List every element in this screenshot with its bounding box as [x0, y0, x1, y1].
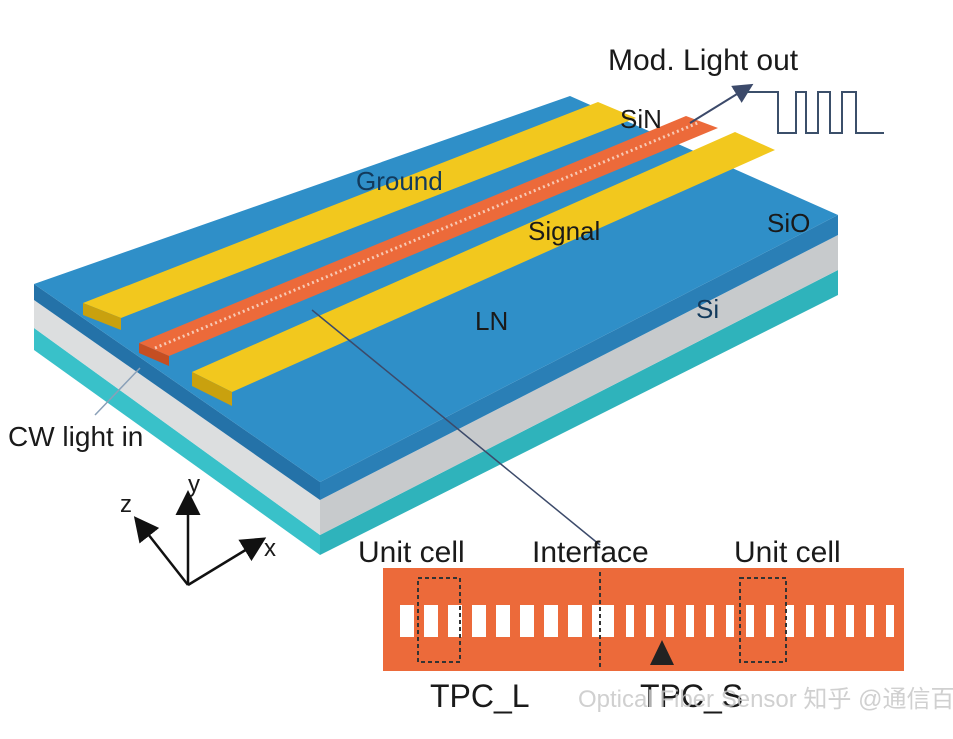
- ground-electrode-edge: [83, 303, 121, 330]
- tpc-hole: [400, 605, 414, 637]
- si-layer-side: [320, 270, 838, 555]
- tpc-hole: [806, 605, 814, 637]
- label-tpc-s: TPC_S: [640, 678, 743, 714]
- z-axis: [133, 516, 189, 586]
- tpc-hole: [626, 605, 634, 637]
- label-unit-cell-left: Unit cell: [358, 536, 465, 569]
- label-unit-cell-right: Unit cell: [734, 536, 841, 569]
- tpc-hole: [666, 605, 674, 637]
- label-sio: SiO: [767, 208, 810, 238]
- si-layer-front: [34, 328, 320, 555]
- label-ground: Ground: [356, 166, 443, 196]
- ground-electrode: [83, 102, 636, 318]
- signal-electrode-edge: [192, 372, 232, 406]
- tpc-hole: [496, 605, 510, 637]
- electrodes: [83, 102, 775, 406]
- label-tpc-l: TPC_L: [430, 678, 530, 714]
- label-signal: Signal: [528, 216, 600, 246]
- label-axis-y: y: [188, 471, 200, 498]
- tpc-hole: [726, 605, 734, 637]
- tpc-hole: [544, 605, 558, 637]
- tpc-hole: [826, 605, 834, 637]
- sio-layer-front: [34, 300, 320, 535]
- tpc-hole: [866, 605, 874, 637]
- label-ln: LN: [475, 306, 508, 336]
- x-axis: [187, 537, 267, 587]
- tpc-hole: [686, 605, 694, 637]
- unit-cell-box-left: [417, 577, 461, 663]
- sin-waveguide-edge: [139, 343, 169, 366]
- unit-cell-box-right: [739, 577, 787, 663]
- modulated-pulse-train: [746, 91, 884, 134]
- cw-arrow: [94, 367, 141, 416]
- ln-layer-front: [34, 284, 320, 500]
- tpc-panel: [383, 568, 904, 671]
- output-arrow: [689, 83, 754, 124]
- tpc-hole: [706, 605, 714, 637]
- axes: [133, 490, 267, 587]
- tpc-inset: [383, 568, 904, 671]
- tpc-hole: [606, 605, 614, 637]
- tpc-hole: [766, 605, 774, 637]
- tpc-s-marker: [650, 640, 674, 665]
- tpc-unit-cells: [400, 605, 894, 637]
- tpc-hole: [646, 605, 654, 637]
- leader-line: [311, 309, 601, 546]
- label-axis-z: z: [120, 491, 132, 518]
- waveguide-dots: [154, 120, 701, 350]
- sio-layer-side: [320, 235, 838, 535]
- label-cw-light-in: CW light in: [8, 421, 143, 452]
- label-mod-light-out: Mod. Light out: [608, 44, 799, 77]
- label-interface: Interface: [532, 536, 649, 569]
- tpc-hole: [520, 605, 534, 637]
- tpc-hole: [424, 605, 438, 637]
- tpc-hole: [886, 605, 894, 637]
- tpc-hole: [448, 605, 462, 637]
- tpc-hole: [472, 605, 486, 637]
- tpc-hole: [746, 605, 754, 637]
- tpc-hole: [786, 605, 794, 637]
- label-sin: SiN: [620, 104, 662, 134]
- signal-electrode: [192, 132, 775, 392]
- tpc-hole: [568, 605, 582, 637]
- watermark: Optical Fiber Sensor 知乎 @通信百科: [578, 686, 953, 713]
- label-si: Si: [696, 294, 719, 324]
- tpc-hole: [846, 605, 854, 637]
- label-axis-x: x: [264, 535, 276, 562]
- ln-layer-side: [320, 215, 838, 500]
